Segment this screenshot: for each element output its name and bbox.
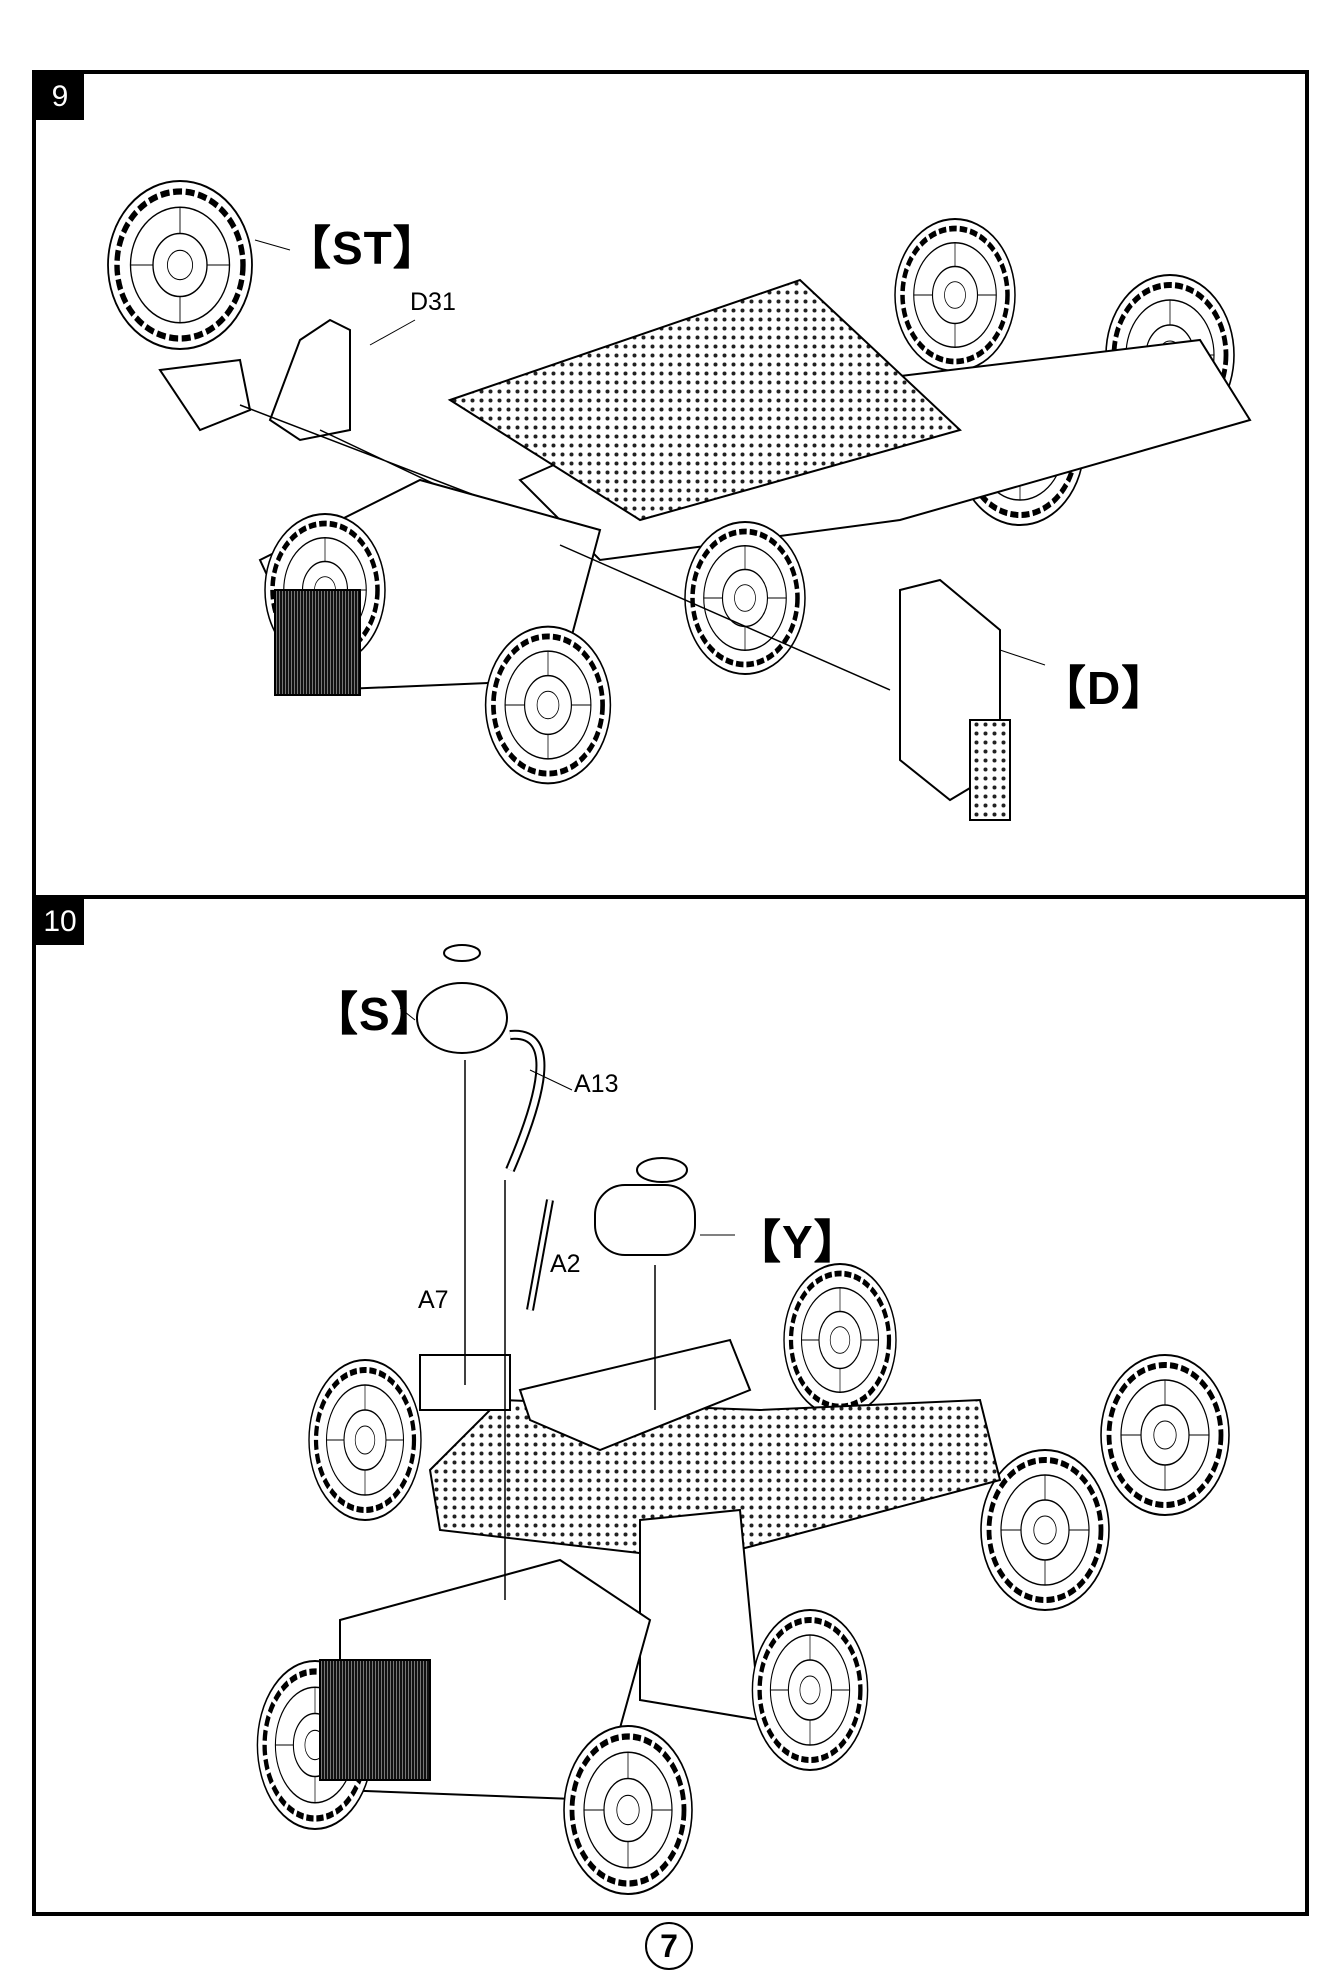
- part-y-label: 【Y】: [735, 1216, 861, 1268]
- step-10-panel: 10: [32, 895, 1309, 1916]
- part-a7-label: A7: [418, 1286, 449, 1314]
- step9-drawing: [108, 181, 1252, 821]
- step-9-panel: 9: [32, 70, 1309, 899]
- step-number: 10: [36, 899, 84, 945]
- spare-tire-label: 【ST】: [285, 222, 440, 274]
- step10-drawing: [257, 944, 1229, 1894]
- part-d-label: 【D】: [1040, 662, 1169, 714]
- part-s-label: 【S】: [312, 988, 438, 1040]
- step-number: 9: [36, 74, 84, 120]
- part-a13-label: A13: [574, 1070, 619, 1098]
- part-d31-label: D31: [410, 288, 456, 316]
- part-a2-label: A2: [550, 1250, 581, 1278]
- page-number: 7: [645, 1922, 693, 1970]
